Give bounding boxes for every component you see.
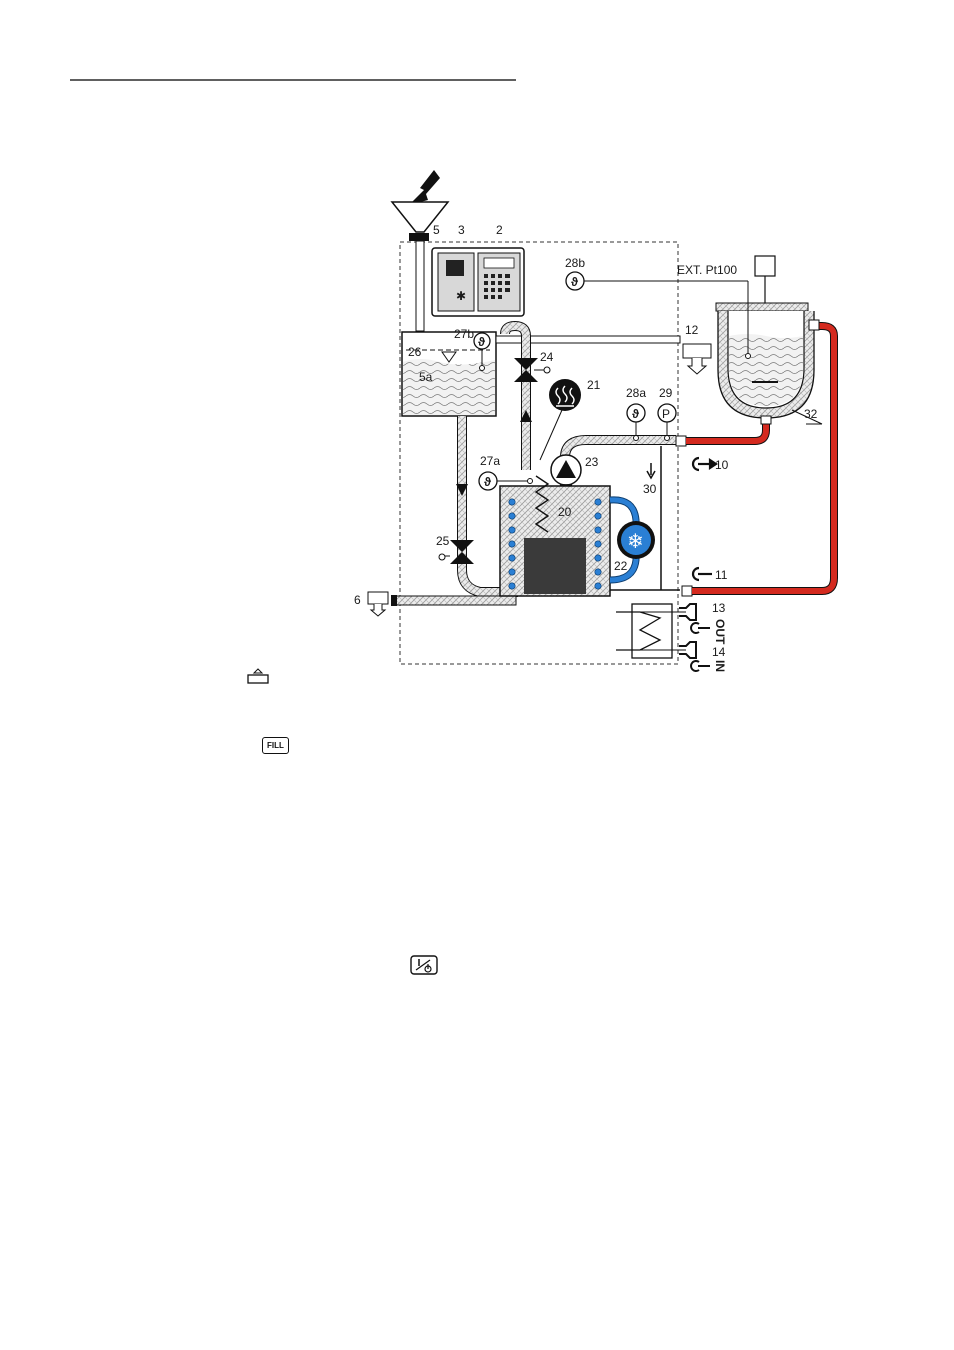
label-out: OUT	[713, 619, 727, 645]
coupling-14-icon	[679, 642, 710, 671]
level-key-icon	[246, 668, 270, 684]
fill-key-label: FILL	[267, 741, 284, 750]
label-30: 30	[643, 482, 657, 496]
heat-exchanger-core	[524, 538, 586, 594]
label-11: 11	[715, 568, 728, 582]
cooler-snowflake-icon: ❄	[617, 521, 655, 559]
label-ext-pt100: EXT. Pt100	[677, 263, 737, 277]
reactor-lid	[716, 303, 808, 311]
drain-outlet-icon	[368, 592, 388, 616]
controller-lcd	[484, 258, 514, 268]
svg-text:ϑ: ϑ	[571, 275, 578, 289]
label-28a: 28a	[626, 386, 646, 400]
label-29: 29	[659, 386, 673, 400]
label-25: 25	[436, 534, 450, 548]
fill-arrow-icon	[409, 170, 440, 205]
svg-text:ϑ: ϑ	[484, 475, 491, 489]
overflow-outlet-icon	[683, 344, 711, 374]
label-24: 24	[540, 350, 554, 364]
coupling-11-icon	[693, 568, 712, 580]
drain-stub	[391, 595, 397, 606]
reactor-liquid	[729, 334, 803, 406]
stirrer-motor	[755, 256, 775, 276]
label-23: 23	[585, 455, 599, 469]
coupling-13-icon	[679, 604, 710, 633]
label-10: 10	[715, 458, 729, 472]
label-21: 21	[587, 378, 601, 392]
snowflake-icon: ✱	[456, 289, 466, 303]
funnel-neck	[409, 233, 429, 241]
svg-text:ϑ: ϑ	[632, 407, 639, 421]
label-26: 26	[408, 345, 422, 359]
label-5a: 5a	[419, 370, 433, 384]
pump-23-icon	[551, 455, 581, 485]
label-5: 5	[433, 223, 440, 237]
port-11-stub	[682, 586, 692, 596]
label-3: 3	[458, 223, 465, 237]
label-14: 14	[712, 645, 726, 659]
heater-21-icon	[540, 379, 581, 460]
port-10-stub	[676, 436, 686, 446]
power-key-icon	[410, 955, 438, 975]
drain-outlet-pipe	[396, 596, 516, 605]
reactor-inlet	[809, 320, 819, 330]
funnel-pipe	[416, 241, 424, 331]
svg-text:❄: ❄	[627, 529, 644, 553]
hot-line-supply	[686, 420, 766, 441]
label-28b: 28b	[565, 256, 585, 270]
label-in: IN	[713, 660, 727, 672]
label-2: 2	[496, 223, 503, 237]
label-27a: 27a	[480, 454, 500, 468]
label-12: 12	[685, 323, 699, 337]
sensor-28b-icon: ϑ	[566, 272, 584, 290]
flow-30-arrow-icon	[647, 463, 655, 478]
svg-text:ϑ: ϑ	[478, 335, 485, 349]
controller-screen	[446, 260, 464, 276]
label-13: 13	[712, 601, 726, 615]
label-6: 6	[354, 593, 361, 607]
label-22: 22	[614, 559, 628, 573]
coupling-10-icon	[693, 458, 716, 470]
fill-key-icon: FILL	[262, 737, 289, 754]
label-20: 20	[558, 505, 572, 519]
label-27b: 27b	[454, 327, 474, 341]
label-32: 32	[804, 407, 818, 421]
reactor-outlet	[761, 416, 771, 424]
svg-text:P: P	[662, 407, 670, 421]
